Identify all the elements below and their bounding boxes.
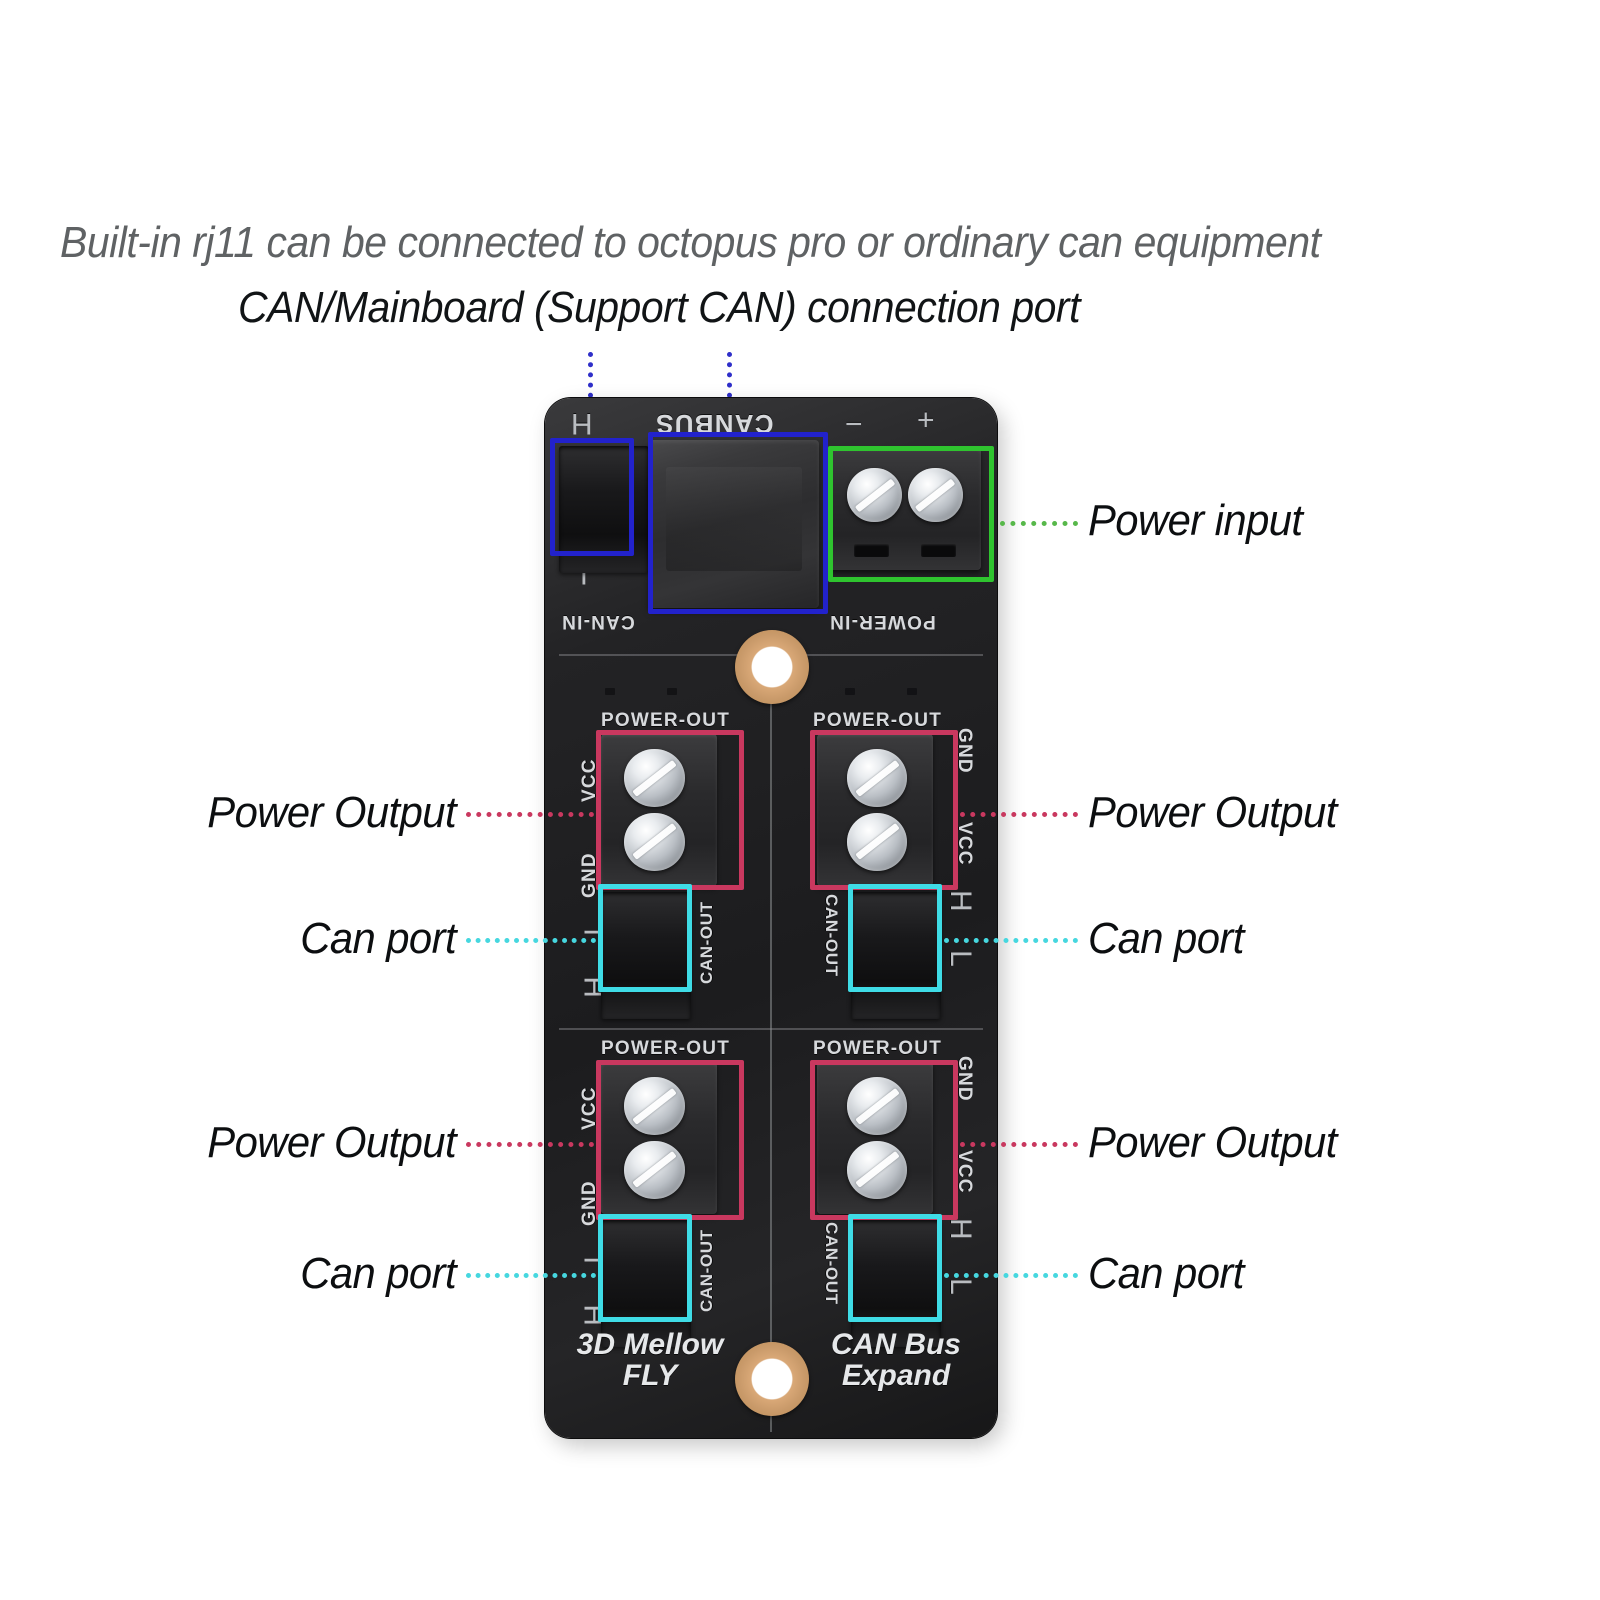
brand-right-line2: Expand xyxy=(841,1358,951,1392)
silk-can-out-bl: CAN-OUT xyxy=(697,1229,716,1312)
silk-power-in-minus: − xyxy=(845,407,863,440)
highlight-can-port-bl xyxy=(598,1214,692,1322)
highlight-can-port-tl xyxy=(598,884,692,992)
headline-rj11-note: Built-in rj11 can be connected to octopu… xyxy=(60,218,1321,267)
silk-can-h-tr: H xyxy=(944,890,977,912)
smd-mark-2 xyxy=(667,688,677,695)
power-in-wire-holes xyxy=(838,537,972,564)
silk-can-out-tl: CAN-OUT xyxy=(697,901,716,984)
highlight-power-output-tr xyxy=(810,730,958,890)
power-out-bl-screw-vcc[interactable] xyxy=(624,1077,685,1135)
silk-can-in-h: H xyxy=(571,407,593,440)
silk-power-out-br: POWER-OUT xyxy=(813,1038,943,1059)
highlight-rj11 xyxy=(648,432,828,614)
silk-can-h-br: H xyxy=(944,1218,977,1240)
silk-power-in-label: POWER-IN xyxy=(829,611,936,632)
highlight-can-port-br xyxy=(848,1214,942,1322)
silk-power-out-tr: POWER-OUT xyxy=(813,710,943,731)
brand-can-bus-expand: CAN Bus Expand xyxy=(801,1328,991,1392)
leader-power-input xyxy=(1000,521,1078,526)
can-out-connector-bl[interactable] xyxy=(601,1220,692,1347)
power-out-terminal-bl[interactable] xyxy=(601,1062,717,1214)
callout-can-port-bl: Can port xyxy=(300,1249,456,1298)
callout-power-input: Power input xyxy=(1088,496,1303,545)
silk-divider-mid xyxy=(559,1028,983,1030)
smd-mark-3 xyxy=(845,688,855,695)
silk-can-out-br: CAN-OUT xyxy=(822,1222,841,1305)
callout-power-output-bl: Power Output xyxy=(207,1118,456,1167)
callout-can-port-br: Can port xyxy=(1088,1249,1244,1298)
power-out-tr-screw-vcc[interactable] xyxy=(847,813,908,871)
smd-mark-4 xyxy=(907,688,917,695)
leader-power-output-br xyxy=(960,1142,1078,1147)
power-out-terminal-tr[interactable] xyxy=(817,734,933,886)
callout-can-port-tr: Can port xyxy=(1088,914,1244,963)
headline-can-mainboard-port: CAN/Mainboard (Support CAN) connection p… xyxy=(238,283,1081,332)
can-bus-expand-board: H L CANBUS − + CAN-IN POWER-IN xyxy=(545,398,997,1438)
can-out-connector-br[interactable] xyxy=(851,1220,942,1347)
power-out-terminal-br[interactable] xyxy=(817,1062,933,1214)
power-out-tr-screw-gnd[interactable] xyxy=(847,749,908,807)
power-out-tl-screw-vcc[interactable] xyxy=(624,749,685,807)
power-out-br-screw-gnd[interactable] xyxy=(847,1077,908,1135)
silk-power-out-tl: POWER-OUT xyxy=(601,710,731,731)
brand-right-line1: CAN Bus xyxy=(830,1328,961,1361)
mounting-hole-bottom xyxy=(735,1342,809,1416)
silk-center-rule xyxy=(770,654,772,1432)
power-in-screw-minus[interactable] xyxy=(847,467,902,523)
mounting-hole-top xyxy=(735,630,809,704)
callout-power-output-tr: Power Output xyxy=(1088,788,1337,837)
highlight-power-input xyxy=(828,446,994,582)
leader-can-port-tl xyxy=(466,938,596,943)
leader-power-output-bl xyxy=(466,1142,594,1147)
silk-can-l-tr: L xyxy=(944,950,977,967)
brand-left-line2: FLY xyxy=(622,1358,678,1392)
can-out-connector-tr[interactable] xyxy=(851,892,942,1019)
leader-canbus-vertical xyxy=(727,352,732,408)
callout-power-output-br: Power Output xyxy=(1088,1118,1337,1167)
leader-power-output-tl xyxy=(466,812,594,817)
power-in-hole-plus xyxy=(921,543,956,558)
silk-power-out-bl: POWER-OUT xyxy=(601,1038,731,1059)
highlight-power-output-bl xyxy=(596,1060,744,1220)
highlight-can-port-tr xyxy=(848,884,942,992)
power-in-screw-plus[interactable] xyxy=(908,467,963,523)
highlight-power-output-br xyxy=(810,1060,958,1220)
rj11-canbus-jack[interactable] xyxy=(649,440,819,608)
power-out-terminal-tl[interactable] xyxy=(601,734,717,886)
leader-can-port-bl xyxy=(466,1273,596,1278)
leader-can-port-br xyxy=(944,1273,1078,1278)
leader-can-port-tr xyxy=(944,938,1078,943)
silk-can-in-label: CAN-IN xyxy=(561,611,635,632)
brand-left-line1: 3D Mellow xyxy=(576,1328,724,1361)
highlight-power-output-tl xyxy=(596,730,744,890)
brand-3d-mellow-fly: 3D Mellow FLY xyxy=(555,1328,745,1392)
leader-power-output-tr xyxy=(960,812,1078,817)
silk-can-l-br: L xyxy=(944,1278,977,1295)
highlight-can-in xyxy=(550,438,634,556)
silk-power-in-plus: + xyxy=(917,403,935,436)
callout-power-output-tl: Power Output xyxy=(207,788,456,837)
can-out-connector-tl[interactable] xyxy=(601,892,692,1019)
power-out-bl-screw-gnd[interactable] xyxy=(624,1141,685,1199)
smd-mark-1 xyxy=(605,688,615,695)
power-out-tl-screw-gnd[interactable] xyxy=(624,813,685,871)
callout-can-port-tl: Can port xyxy=(300,914,456,963)
power-in-hole-minus xyxy=(854,543,889,558)
power-out-br-screw-vcc[interactable] xyxy=(847,1141,908,1199)
leader-can-in-vertical xyxy=(588,352,593,408)
power-in-terminal[interactable] xyxy=(829,448,981,570)
silk-can-out-tr: CAN-OUT xyxy=(822,894,841,977)
